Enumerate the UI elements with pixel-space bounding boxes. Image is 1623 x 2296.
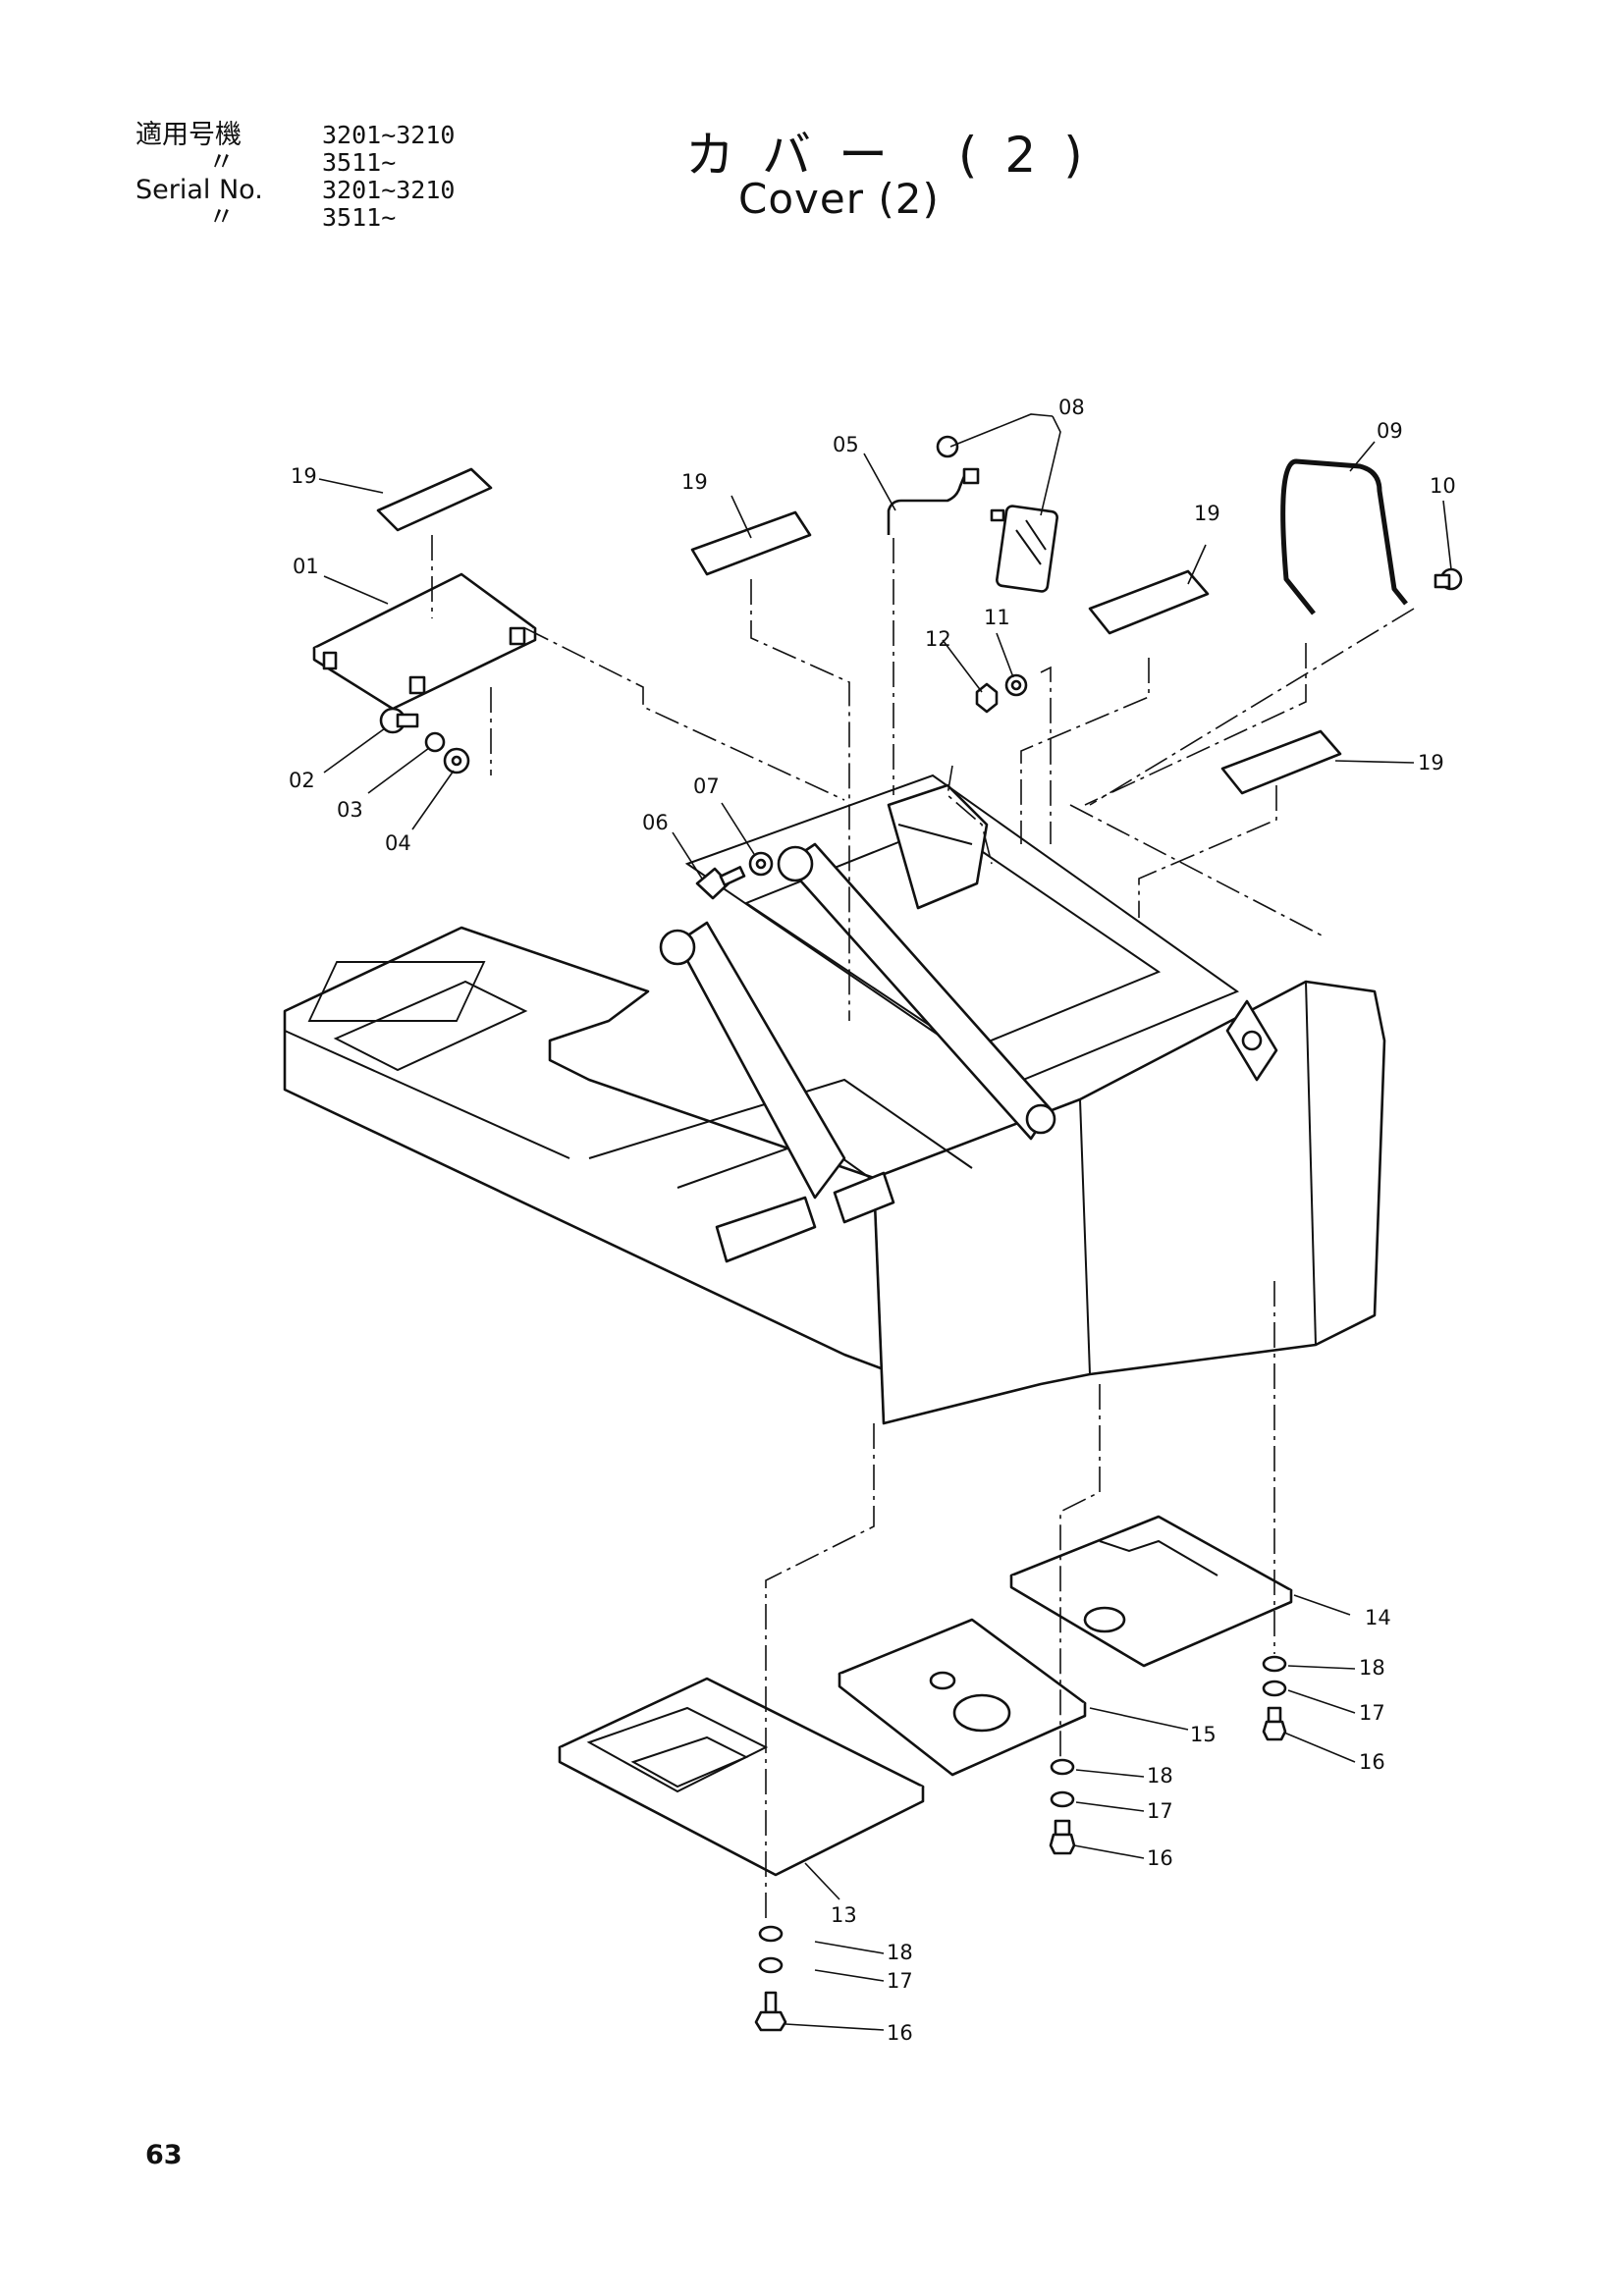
part-01-cover-plate: [312, 572, 537, 711]
callout-07: 07: [693, 774, 720, 798]
callout-09: 09: [1377, 419, 1403, 443]
callout-10: 10: [1430, 474, 1456, 498]
callout-15: 15: [1190, 1723, 1217, 1746]
part-19-label-plate-3: [1088, 569, 1210, 635]
applicable-range-1: 3201~3210: [322, 121, 456, 149]
callout-12: 12: [925, 627, 951, 651]
part-19-label-plate-4: [1220, 729, 1342, 795]
callout-05: 05: [833, 433, 859, 456]
part-08-mirror-assembly: [936, 435, 1058, 593]
part-19-label-plate-2: [690, 510, 812, 576]
callout-04: 04: [385, 831, 411, 855]
part-03-spring-washer: [424, 731, 446, 753]
callout-19c: 19: [1194, 502, 1220, 525]
assembly-phantom-lines: [431, 535, 1415, 1924]
ditto-mark-2: 〃: [208, 202, 235, 233]
applicable-range-2: 3511~: [322, 148, 397, 177]
callout-18b: 18: [1147, 1764, 1173, 1788]
ditto-mark-1: 〃: [208, 147, 235, 178]
callout-18a: 18: [887, 1941, 913, 1964]
part-11-washer: [1004, 673, 1028, 697]
callout-08: 08: [1058, 396, 1085, 419]
callout-leader-lines: [318, 413, 1452, 2031]
callout-16a: 16: [887, 2021, 913, 2045]
part-02-bolt: [379, 707, 419, 734]
part-06-bolt: [695, 866, 746, 900]
bolt-stack-left: [754, 1925, 787, 2032]
serial-label: Serial No.: [135, 175, 263, 205]
callout-02: 02: [289, 769, 315, 792]
part-15-under-cover: [838, 1618, 1087, 1777]
title-english: Cover (2): [738, 175, 940, 223]
callout-numbers: 19 01 02 03 04 19 05 06 07 08 09 10 11 1…: [289, 396, 1456, 2045]
callout-14: 14: [1365, 1606, 1391, 1629]
part-05-stay-rod: [887, 468, 969, 535]
callout-16b: 16: [1147, 1846, 1173, 1870]
part-07-washer: [748, 851, 774, 877]
callout-17a: 17: [887, 1969, 913, 1993]
bolt-stack-middle: [1049, 1758, 1076, 1855]
callout-11: 11: [984, 606, 1010, 629]
callout-19a: 19: [291, 464, 317, 488]
serial-applicability-block: 適用号機 3201~3210 〃 3511~ Serial No. 3201~3…: [135, 122, 455, 232]
upper-frame-assembly: [283, 774, 1386, 1425]
callout-13: 13: [831, 1903, 857, 1927]
callout-16c: 16: [1359, 1750, 1385, 1774]
callout-17c: 17: [1359, 1701, 1385, 1725]
title-japanese: カバー (2): [685, 127, 1110, 184]
part-04-washer: [443, 747, 470, 774]
callout-06: 06: [642, 811, 669, 834]
bolt-stack-right: [1262, 1655, 1287, 1741]
serial-range-2: 3511~: [322, 203, 397, 232]
part-13-under-cover: [558, 1677, 925, 1877]
callout-19b: 19: [681, 470, 708, 494]
part-14-under-cover: [1009, 1515, 1293, 1668]
page-number: 63: [145, 2140, 183, 2170]
serial-range-1: 3201~3210: [322, 176, 456, 204]
applicable-label-jp: 適用号機: [135, 120, 242, 150]
part-19-label-plate-1: [376, 467, 493, 532]
callout-17b: 17: [1147, 1799, 1173, 1823]
callout-01: 01: [293, 555, 319, 578]
callout-19d: 19: [1418, 751, 1444, 774]
part-09-handrail: [1280, 458, 1408, 615]
callout-18c: 18: [1359, 1656, 1385, 1680]
callout-03: 03: [337, 798, 363, 822]
part-10-bolt: [1434, 567, 1463, 591]
